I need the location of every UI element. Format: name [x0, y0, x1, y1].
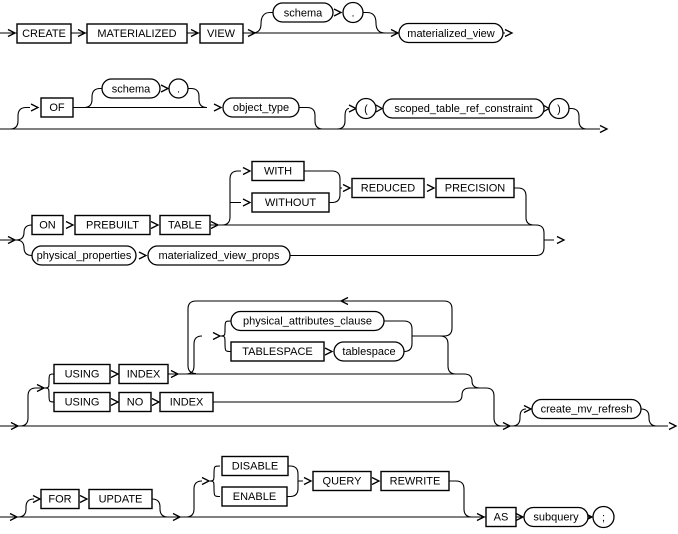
- literal-rparen-circle: [548, 97, 570, 120]
- keyword-precision-label: PRECISION: [445, 183, 506, 195]
- keyword-table-box: [159, 214, 211, 236]
- syntax-row-4: USING INDEX physical_attributes_clause T…: [0, 296, 678, 431]
- variable-materialized-view-props-oval: [147, 245, 291, 266]
- keyword-disable-box: [221, 455, 289, 477]
- literal-dot2-label: .: [177, 84, 180, 96]
- variable-materialized-view-oval: [398, 22, 504, 44]
- keyword-view-box: [199, 23, 244, 44]
- literal-lparen-circle: [355, 97, 377, 120]
- keyword-as-box: [485, 506, 517, 528]
- variable-tablespace-label: tablespace: [342, 346, 395, 358]
- keyword-on-box: [31, 214, 64, 236]
- keyword-without-label: WITHOUT: [265, 197, 317, 209]
- keyword-precision-box: [435, 177, 515, 199]
- variable-schema2-oval: [101, 78, 161, 99]
- keyword-enable-label: ENABLE: [233, 491, 276, 503]
- variable-scoped-table-ref-constraint-oval: [382, 98, 545, 119]
- variable-schema-oval: [272, 2, 334, 23]
- keyword-update-box: [88, 488, 153, 510]
- keyword-for-label: FOR: [48, 494, 71, 506]
- keyword-rewrite-label: REWRITE: [390, 476, 441, 488]
- keyword-reduced-label: REDUCED: [361, 183, 415, 195]
- keyword-of-box: [40, 97, 74, 118]
- variable-materialized-view-props-label: materialized_view_props: [158, 250, 280, 262]
- variable-scoped-table-ref-constraint-label: scoped_table_ref_constraint: [394, 103, 532, 115]
- variable-object-type-oval: [222, 97, 300, 118]
- variable-create-mv-refresh-label: create_mv_refresh: [541, 404, 633, 416]
- syntax-row-5: FOR UPDATE DISABLE ENABLE QUERY REWRITE …: [0, 455, 615, 529]
- keyword-using2-box: [53, 391, 111, 413]
- keyword-with-box: [251, 160, 305, 182]
- keyword-as-label: AS: [494, 512, 509, 524]
- syntax-row-1: CREATE MATERIALIZED VIEW schema . materi…: [0, 1, 514, 44]
- literal-dot-circle: [342, 1, 364, 24]
- keyword-without-box: [251, 192, 330, 213]
- variable-physical-properties-label: physical_properties: [37, 250, 132, 262]
- keyword-index2-box: [159, 391, 214, 413]
- variable-schema2-label: schema: [112, 84, 151, 96]
- literal-lparen-label: (: [364, 104, 368, 116]
- keyword-create-box: [16, 23, 72, 44]
- variable-materialized-view-label: materialized_view: [407, 28, 494, 40]
- keyword-of-label: OF: [49, 102, 65, 114]
- keyword-enable-box: [221, 486, 288, 507]
- variable-physical-attributes-clause-label: physical_attributes_clause: [243, 316, 372, 328]
- keyword-using1-box: [53, 363, 111, 385]
- keyword-tablespace-label: TABLESPACE: [242, 346, 313, 358]
- variable-tablespace-oval: [333, 341, 405, 362]
- variable-schema-label: schema: [284, 8, 323, 20]
- row-4-arrowheads: [10, 296, 678, 431]
- syntax-row-2: OF schema . object_type ( scoped_table_r…: [0, 78, 609, 134]
- keyword-create-label: CREATE: [22, 28, 66, 40]
- keyword-prebuilt-box: [74, 214, 151, 236]
- literal-rparen-label: ): [557, 104, 561, 116]
- row-1-arrowheads: [7, 8, 514, 38]
- variable-physical-properties-oval: [31, 245, 137, 266]
- keyword-table-label: TABLE: [168, 220, 202, 232]
- keyword-rewrite-box: [380, 470, 450, 492]
- variable-subquery-label: subquery: [533, 512, 579, 524]
- literal-dot-label: .: [351, 8, 354, 20]
- keyword-no-box: [118, 391, 152, 413]
- keyword-view-label: VIEW: [207, 28, 236, 40]
- keyword-on-label: ON: [39, 220, 56, 232]
- keyword-query-box: [312, 470, 372, 492]
- syntax-row-3: ON PREBUILT TABLE WITH WITHOUT REDUCED P…: [0, 160, 566, 266]
- keyword-no-label: NO: [127, 397, 144, 409]
- row-3-connectors: [0, 170, 554, 257]
- keyword-reduced-box: [351, 177, 425, 199]
- keyword-materialized-box: [86, 23, 188, 44]
- keyword-using2-label: USING: [65, 397, 100, 409]
- variable-create-mv-refresh-oval: [531, 398, 642, 420]
- row-2-connectors: [0, 87, 600, 130]
- keyword-index2-label: INDEX: [170, 397, 204, 409]
- literal-dot2-circle: [168, 78, 189, 99]
- keyword-materialized-label: MATERIALIZED: [97, 28, 176, 40]
- keyword-index1-label: INDEX: [127, 369, 161, 381]
- keyword-update-label: UPDATE: [99, 494, 143, 506]
- variable-subquery-oval: [523, 506, 589, 528]
- variable-physical-attributes-clause-oval: [230, 310, 385, 332]
- literal-semicolon-label: ;: [602, 512, 605, 524]
- keyword-disable-label: DISABLE: [232, 461, 278, 473]
- keyword-query-label: QUERY: [323, 476, 363, 488]
- keyword-with-label: WITH: [264, 166, 292, 178]
- row-5-arrowheads: [9, 476, 594, 522]
- keyword-index1-box: [118, 363, 169, 385]
- variable-object-type-label: object_type: [233, 102, 289, 114]
- row-3-arrowheads: [7, 166, 566, 260]
- keyword-using1-label: USING: [65, 369, 100, 381]
- literal-semicolon-circle: [592, 505, 615, 529]
- keyword-for-box: [40, 488, 80, 510]
- keyword-tablespace-box: [230, 341, 325, 362]
- keyword-prebuilt-label: PREBUILT: [86, 220, 139, 232]
